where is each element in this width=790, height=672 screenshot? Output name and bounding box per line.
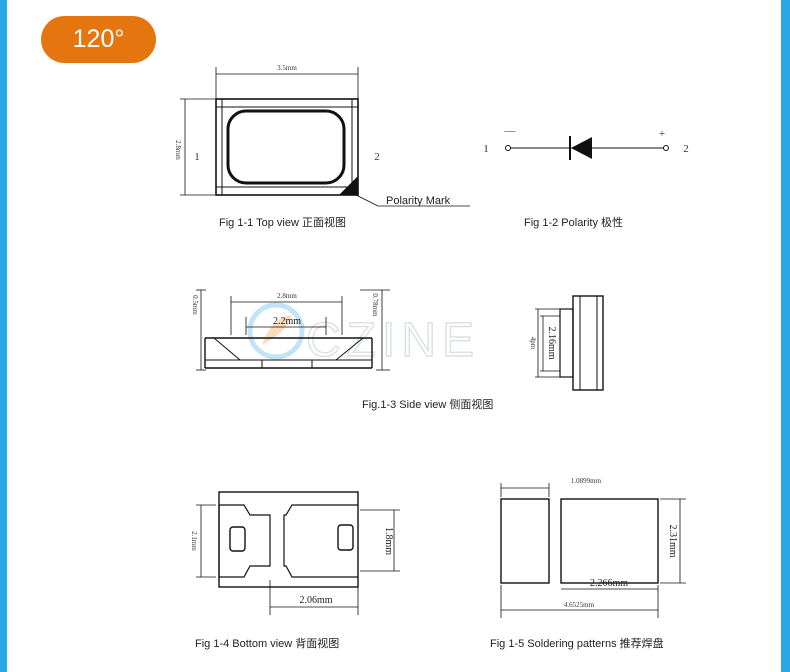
fig2-pin-right: 2 <box>683 143 689 155</box>
fig3-left-dim: 0.5mm <box>191 295 199 315</box>
fig5-bottom-dim: 4.6525mm <box>564 601 595 609</box>
fig3-inner-dim: 2.2mm <box>273 316 301 327</box>
fig-polarity <box>505 136 669 160</box>
fig-soldering-pattern <box>500 483 686 618</box>
left-frame-bar <box>0 0 7 672</box>
fig1-caption: Fig 1-1 Top view 正面视图 <box>219 215 346 229</box>
angle-badge-text: 120° <box>72 25 125 53</box>
fig1-height-dim: 2.8mm <box>174 140 182 160</box>
fig2-plus: + <box>659 128 665 140</box>
fig3-right-dim: 0.78mm <box>371 293 379 317</box>
angle-badge: 120° <box>41 16 156 63</box>
fig5-right-dim: 2.31mm <box>667 524 678 557</box>
polarity-mark-label: Polarity Mark <box>386 195 451 207</box>
fig5-caption: Fig 1-5 Soldering patterns 推荐焊盘 <box>490 636 664 650</box>
fig5-inner-dim: 2.266mm <box>590 578 628 589</box>
fig4-caption: Fig 1-4 Bottom view 背面视图 <box>195 636 339 650</box>
diode-icon <box>571 137 592 159</box>
right-frame-bar <box>781 0 790 672</box>
fig4-right-dim: 1.8mm <box>383 527 394 555</box>
fig2-pin-left: 1 <box>483 143 489 155</box>
fig3-side-dim-a: 4pm <box>529 337 537 350</box>
watermark: CZINE <box>247 302 480 368</box>
fig1-pin-left: 1 <box>194 151 200 163</box>
fig-bottom-view <box>196 491 400 615</box>
fig3-caption: Fig.1-3 Side view 侧面视图 <box>362 397 493 411</box>
fig1-pin-right: 2 <box>374 151 380 163</box>
fig-top-view <box>180 67 470 207</box>
fig-side-view <box>196 289 604 391</box>
fig2-minus: — <box>504 125 517 137</box>
watermark-text: CZINE <box>306 314 480 367</box>
fig4-left-dim: 2.1mm <box>190 531 198 551</box>
fig3-top-dim: 2.8mm <box>277 292 297 300</box>
fig1-width-dim: 3.5mm <box>277 64 297 72</box>
fig5-top-dim: 1.0899mm <box>571 477 602 485</box>
fig4-bottom-dim: 2.06mm <box>299 595 332 606</box>
fig3-side-dim-b: 2.16mm <box>546 326 557 359</box>
fig2-caption: Fig 1-2 Polarity 极性 <box>524 215 623 229</box>
